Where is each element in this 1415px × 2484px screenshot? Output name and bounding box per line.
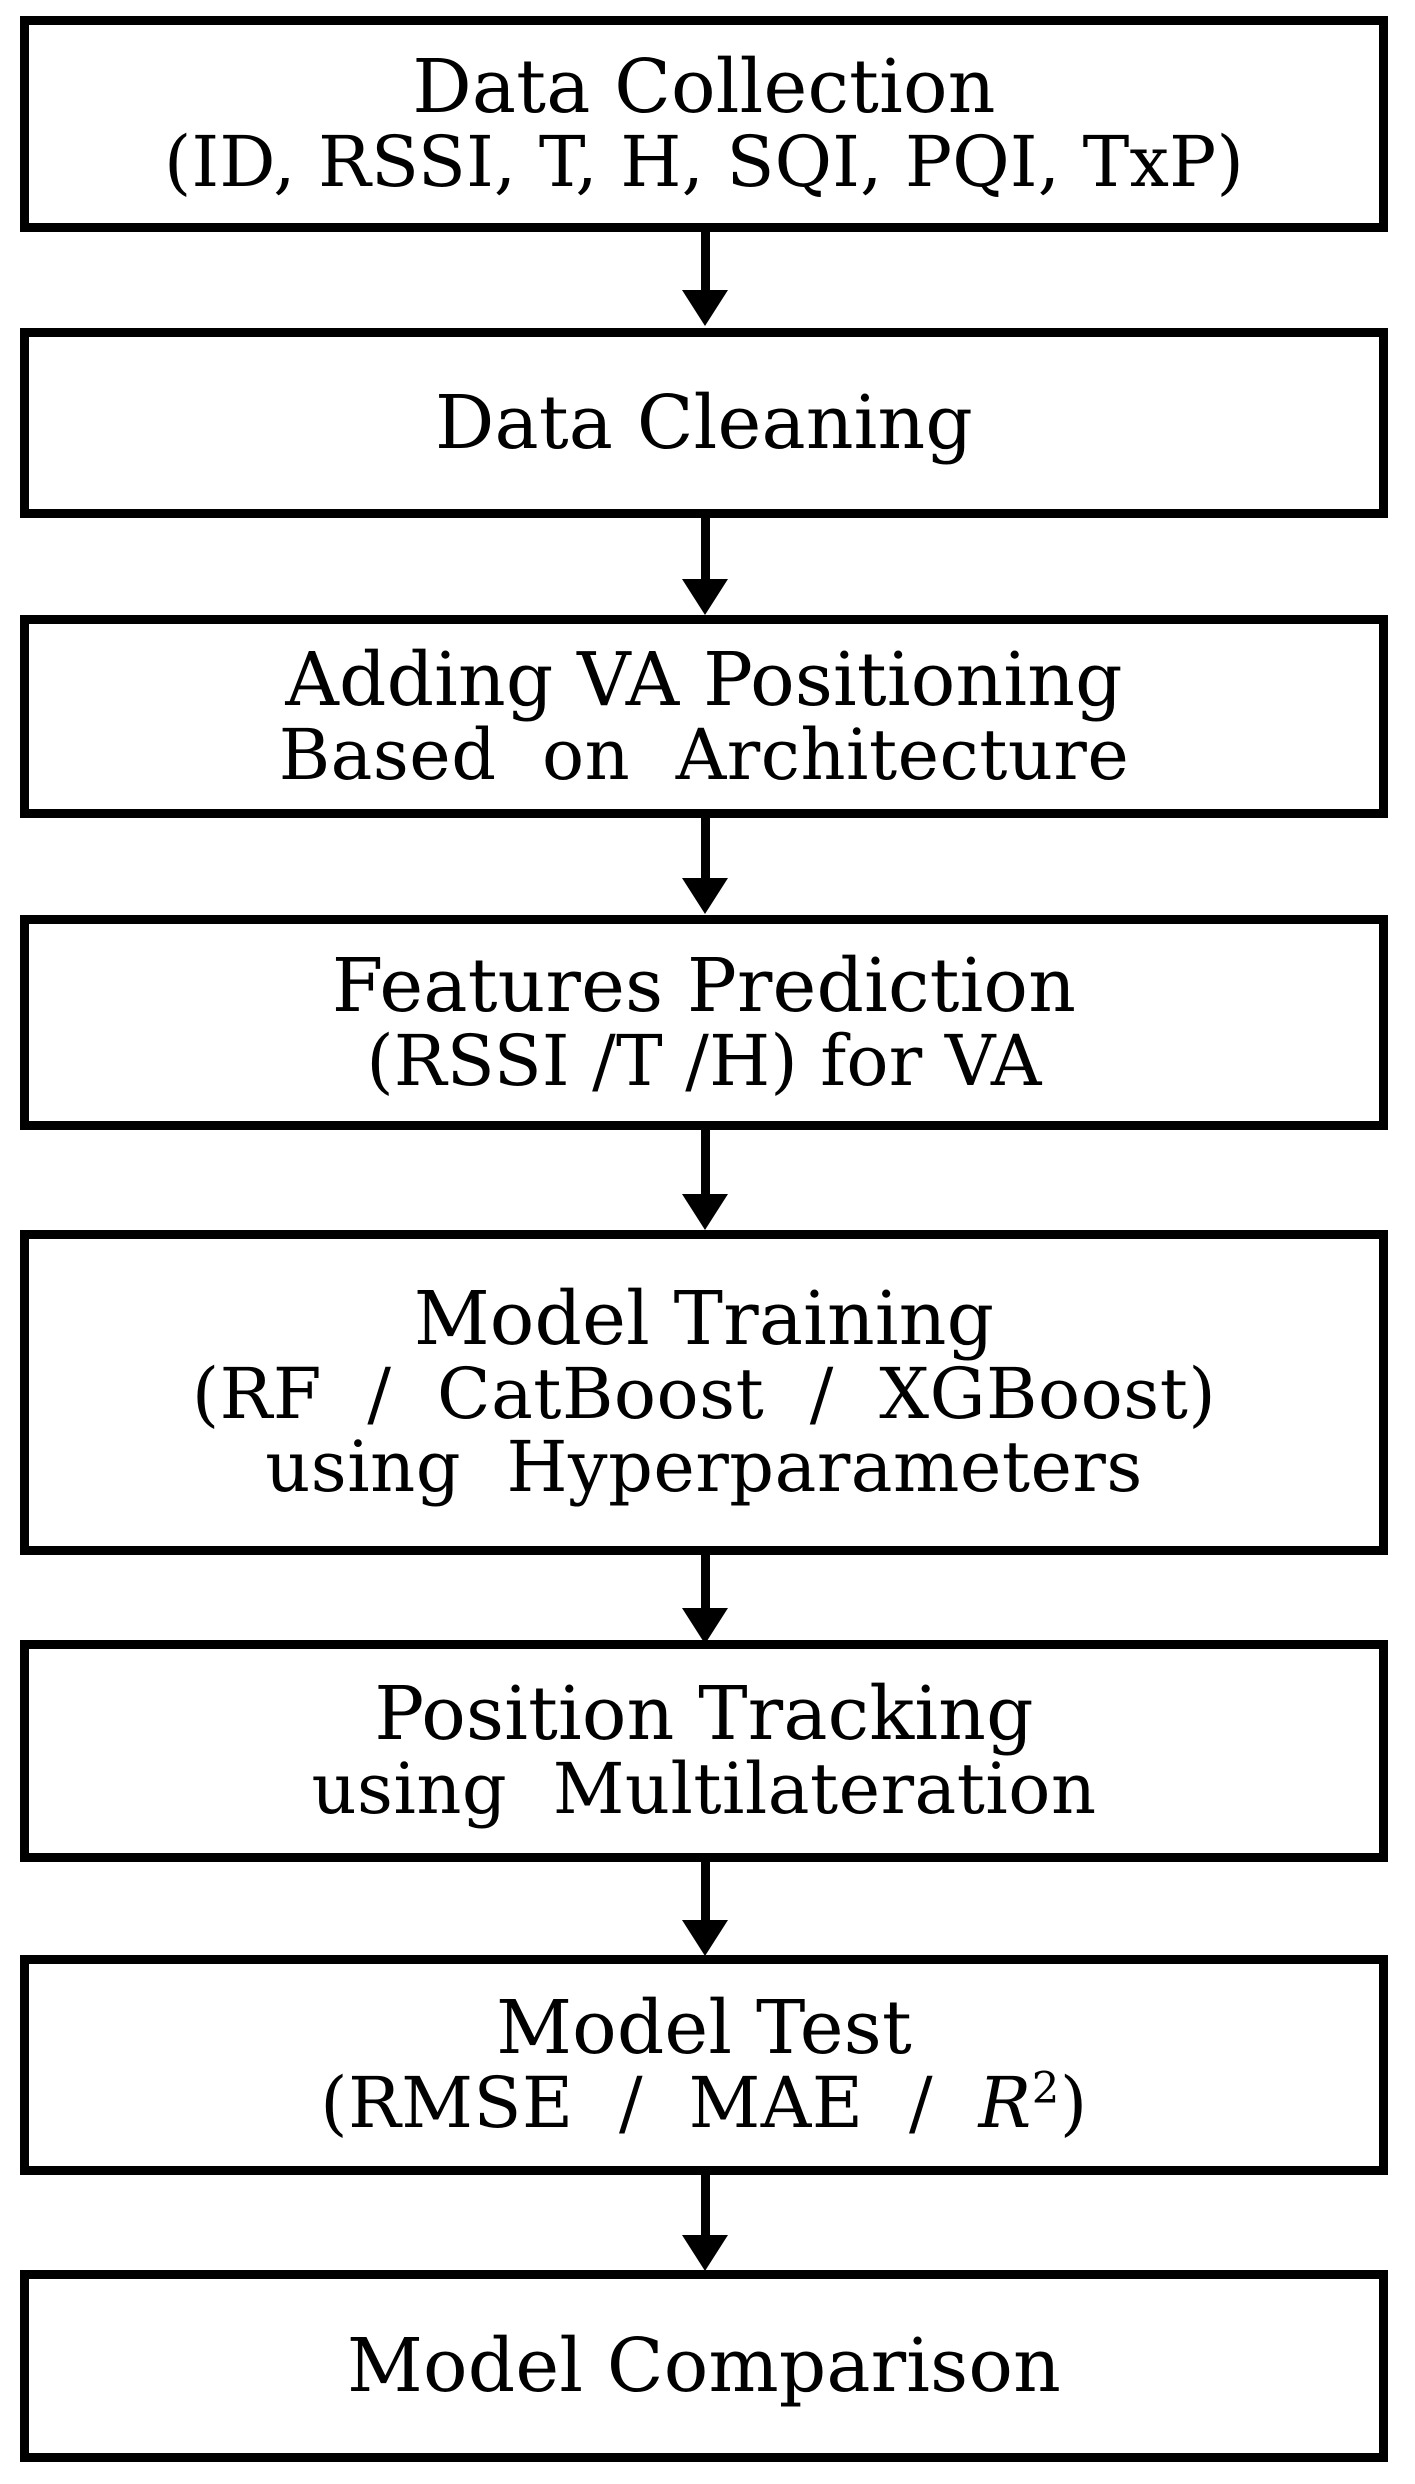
- flow-node-data-cleaning[interactable]: Data Cleaning: [20, 328, 1388, 518]
- flow-node-line-tertiary: using Hyperparameters: [265, 1425, 1143, 1508]
- flow-node-line-secondary: (ID, RSSI, T, H, SQI, PQI, TxP): [164, 121, 1244, 204]
- flow-node-model-comparison[interactable]: Model Comparison: [20, 2270, 1388, 2462]
- arrow-head-icon: [682, 878, 728, 914]
- arrow-shaft: [701, 1555, 710, 1610]
- flow-node-line-secondary: (RF / CatBoost / XGBoost): [191, 1353, 1217, 1436]
- arrow-head-icon: [682, 579, 728, 615]
- arrow-shaft: [701, 518, 710, 581]
- flow-node-model-training[interactable]: Model Training (RF / CatBoost / XGBoost)…: [20, 1230, 1388, 1555]
- flow-node-line-primary: Model Test: [496, 1985, 912, 2072]
- arrow-shaft: [701, 1130, 710, 1196]
- flow-node-line-secondary: (RMSE / MAE / R2): [320, 2067, 1087, 2140]
- flow-node-line-primary: Position Tracking: [374, 1671, 1034, 1758]
- arrow-shaft: [701, 232, 710, 292]
- arrow-head-icon: [682, 1194, 728, 1230]
- arrow-head-icon: [682, 2235, 728, 2271]
- flow-node-line-secondary: (RSSI /T /H) for VA: [366, 1019, 1042, 1102]
- model-test-suffix: ): [1059, 2062, 1088, 2145]
- flow-node-line-secondary: Based on Architecture: [278, 713, 1130, 796]
- flow-node-line-primary: Data Collection: [412, 44, 996, 131]
- model-test-r-symbol: R: [978, 2062, 1032, 2145]
- flow-node-line-primary: Features Prediction: [331, 942, 1077, 1029]
- flow-node-features-prediction[interactable]: Features Prediction (RSSI /T /H) for VA: [20, 915, 1388, 1130]
- arrow-head-icon: [682, 290, 728, 326]
- arrow-shaft: [701, 2175, 710, 2237]
- arrow-shaft: [701, 818, 710, 880]
- flow-node-model-test[interactable]: Model Test (RMSE / MAE / R2): [20, 1955, 1388, 2175]
- flow-node-data-collection[interactable]: Data Collection (ID, RSSI, T, H, SQI, PQ…: [20, 16, 1388, 232]
- flow-node-line-primary: Adding VA Positioning: [285, 636, 1123, 723]
- flow-node-line-secondary: using Multilateration: [311, 1748, 1097, 1831]
- flow-node-line-primary: Data Cleaning: [435, 379, 973, 466]
- flow-node-adding-va-positioning[interactable]: Adding VA Positioning Based on Architect…: [20, 615, 1388, 818]
- arrow-head-icon: [682, 1608, 728, 1644]
- flow-node-position-tracking[interactable]: Position Tracking using Multilateration: [20, 1640, 1388, 1862]
- model-test-exponent: 2: [1031, 2063, 1060, 2114]
- arrow-head-icon: [682, 1920, 728, 1956]
- arrow-shaft: [701, 1862, 710, 1922]
- flow-node-line-primary: Model Comparison: [347, 2322, 1061, 2409]
- flow-node-line-primary: Model Training: [413, 1276, 995, 1363]
- model-test-prefix: (RMSE / MAE /: [320, 2062, 979, 2145]
